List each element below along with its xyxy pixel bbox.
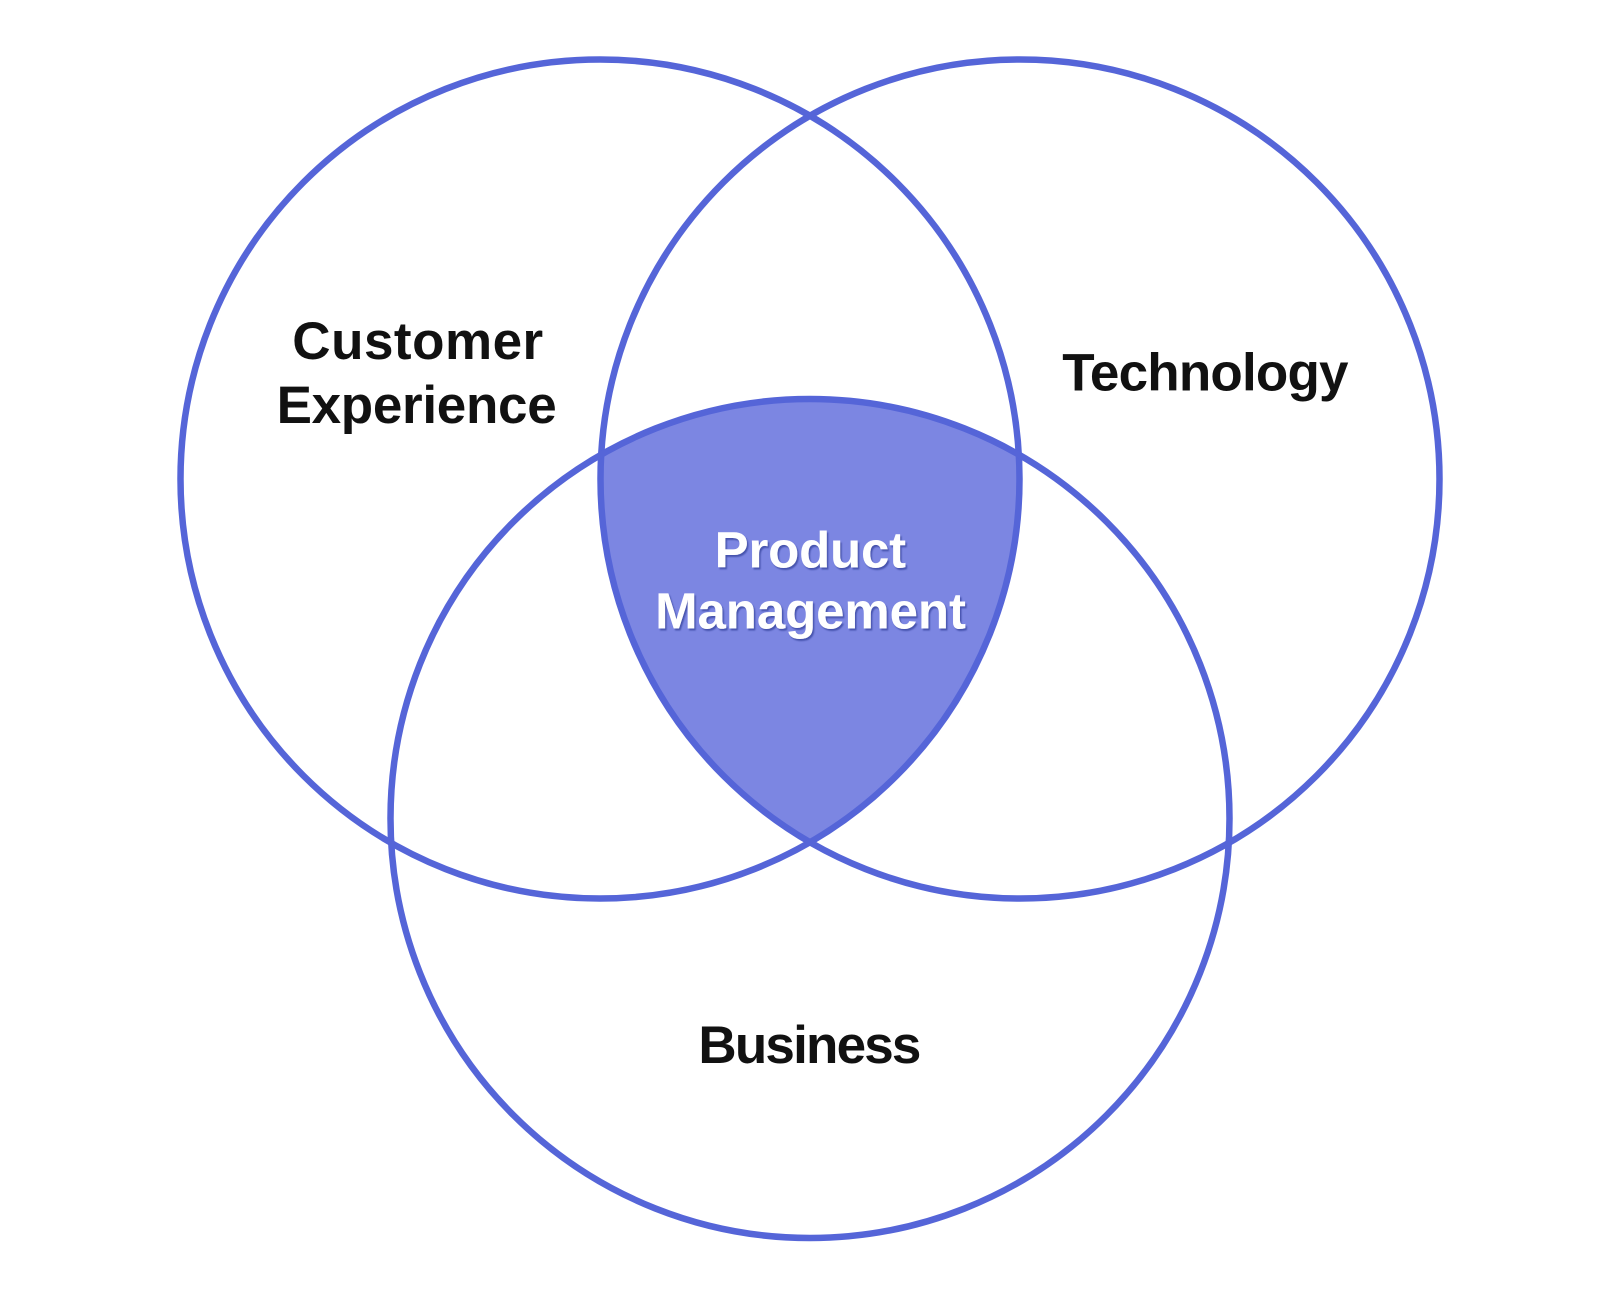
svg-text:Experience: Experience <box>277 376 557 435</box>
svg-text:Technology: Technology <box>1062 344 1349 403</box>
svg-text:Customer: Customer <box>292 312 543 371</box>
svg-text:Management: Management <box>655 582 966 639</box>
svg-text:Business: Business <box>698 1016 920 1075</box>
svg-text:Product: Product <box>715 521 906 578</box>
